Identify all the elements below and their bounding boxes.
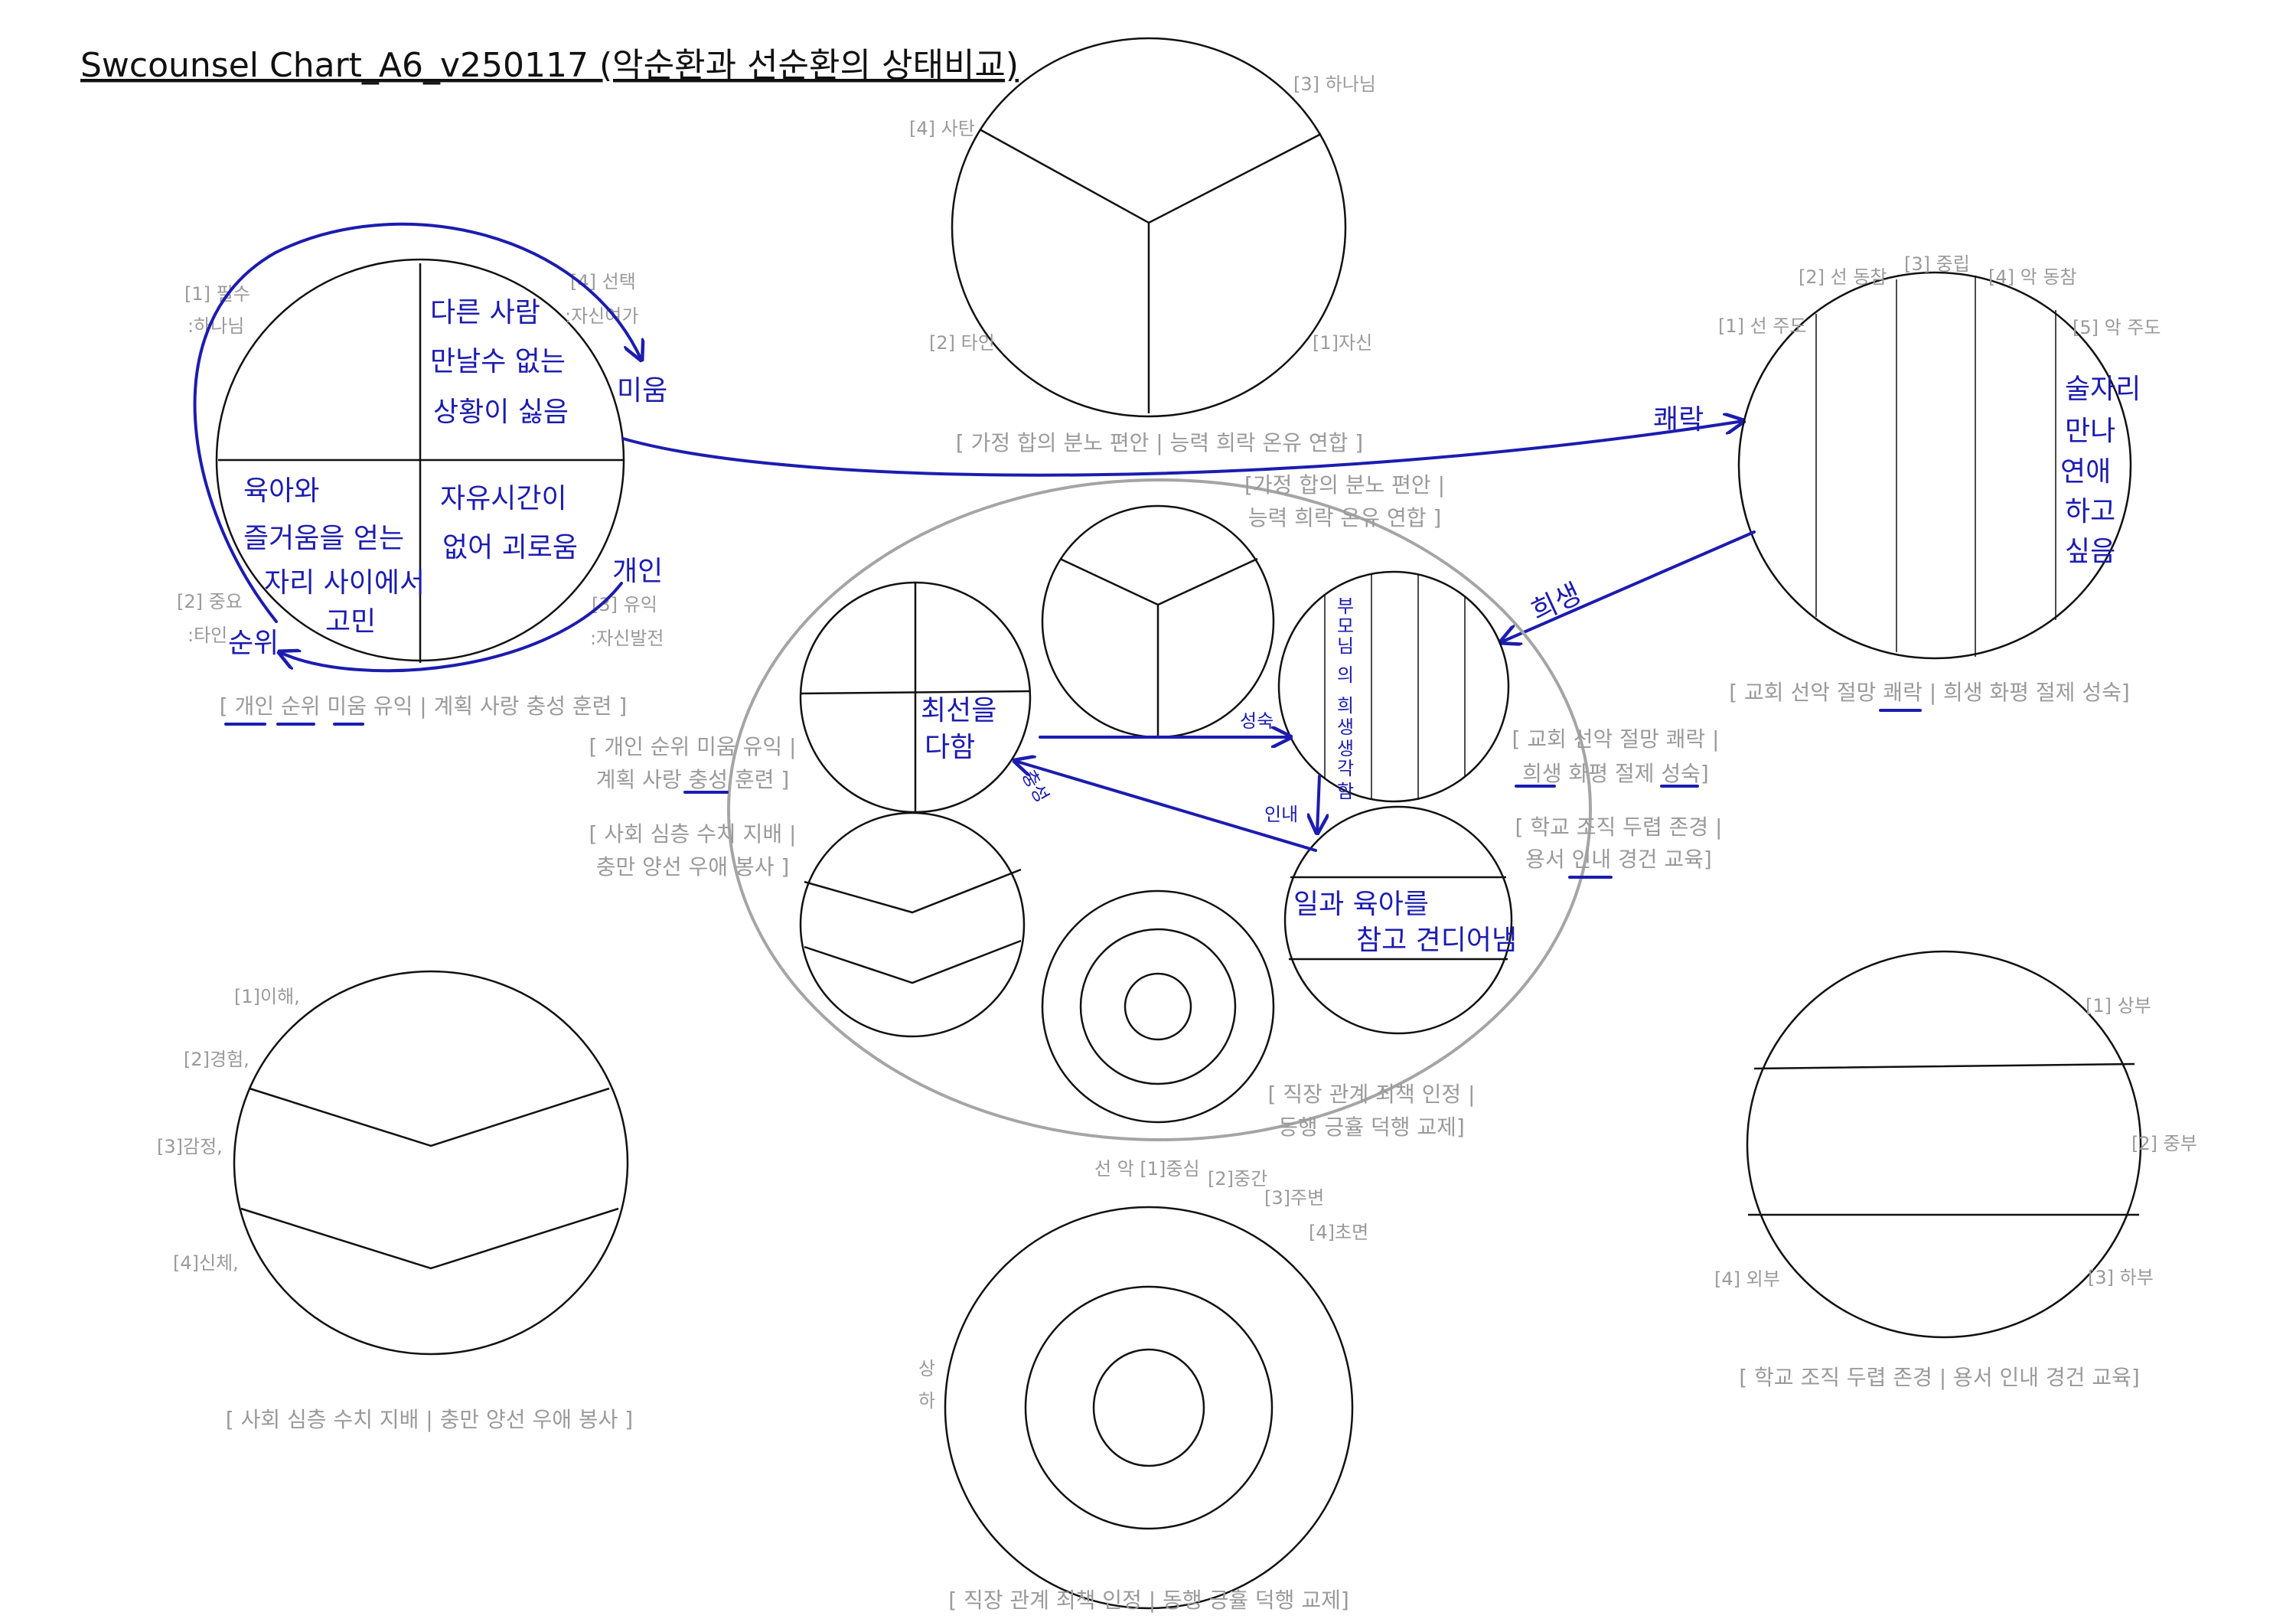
char: 님 [1337, 635, 1354, 657]
cycle-arrow [279, 582, 623, 673]
connector-arrow [1015, 761, 1317, 852]
page-title: Swcounsel Chart_A6_v250117 (악순환과 선순환의 상태… [80, 46, 1019, 85]
family-chart: [3] 하나님 [4] 사탄 [2] 타인 [1]자신 [ 가정 합의 분노 편… [909, 37, 1376, 455]
caption: [ 사회 심층 수치 지배 | 충만 양선 우애 봉사 ] [226, 1407, 633, 1432]
connector-arrow [1501, 530, 1756, 642]
caption: [ 교회 선악 절망 쾌락 | 희생 화평 절제 성숙] [1729, 680, 2130, 705]
label: [ 직장 관계 죄책 인정 | [1268, 1082, 1476, 1107]
label: [2] 중부 [2131, 1133, 2197, 1154]
handwritten-note: 즐거움을 얻는 [243, 523, 404, 554]
arrow-label: 희생 [1527, 578, 1586, 628]
label: [1] 선 주도 [1718, 315, 1807, 337]
label: [2] 타인 [929, 332, 995, 354]
arrow-label: 쾌락 [1653, 404, 1704, 436]
label: [4]신체, [173, 1252, 239, 1274]
label: [2] 중요 [177, 591, 243, 612]
handwritten-note: 없어 괴로움 [442, 532, 578, 563]
label: [4]초면 [1309, 1222, 1368, 1243]
caption: [ 개인 순위 미움 유익 | 계획 사랑 충성 훈련 ] [220, 694, 627, 719]
arrow-label: 인내 [1264, 804, 1298, 825]
arrow-label: 개인 [612, 556, 663, 587]
label: [2]경험, [184, 1049, 249, 1070]
label: [3] 하부 [2088, 1267, 2154, 1288]
label: [1]이해, [234, 986, 300, 1007]
handwritten-note: 하고 [2065, 496, 2115, 527]
label: [4] 외부 [1714, 1268, 1780, 1290]
label: [3]주변 [1264, 1187, 1324, 1209]
label: [2]중간 [1208, 1168, 1267, 1190]
label: [ 교회 선악 절망 쾌락 | [1512, 726, 1720, 752]
label: :타인 [188, 625, 227, 646]
church-chart: [1] 선 주도 [2] 선 동참 [3] 중립 [4] 악 동참 [5] 악 … [1718, 253, 2161, 712]
arrow-label: 성숙 [1240, 710, 1274, 732]
label: [3]감정, [157, 1136, 223, 1157]
char: 각 [1337, 758, 1354, 779]
arrow-label: 미움 [617, 375, 667, 406]
label: [3] 하나님 [1293, 73, 1376, 95]
school-chart: [1] 상부 [2] 중부 [3] 하부 [4] 외부 [ 학교 조직 두렵 존… [1714, 950, 2197, 1390]
label: [5] 악 주도 [2073, 317, 2161, 338]
label: [3] 중립 [1904, 253, 1970, 275]
handwritten-note-vertical: 부 모 님 의 희 생 생 각 함 [1337, 596, 1354, 802]
label: [가정 합의 분노 편안 | [1244, 472, 1445, 498]
label: [2] 선 동참 [1799, 266, 1887, 288]
char: 의 [1337, 664, 1354, 686]
label: [1]자신 [1313, 332, 1372, 354]
label: 능력 희락 온유 연합 ] [1248, 505, 1442, 530]
char: 모 [1337, 615, 1354, 637]
handwritten-note: 술자리 [2065, 374, 2141, 405]
social-chart: [1]이해, [2]경험, [3]감정, [4]신체, [ 사회 심층 수치 지… [157, 970, 633, 1432]
label: [ 학교 조직 두렵 존경 | [1515, 814, 1723, 840]
cycle-arrow [193, 222, 641, 623]
caption: [ 가정 합의 분노 편안 | 능력 희락 온유 연합 ] [956, 430, 1363, 455]
work-chart: 선 악 [1]중심 [2]중간 [3]주변 [4]초면 상 하 [ 직장 관계 … [918, 1158, 1368, 1613]
handwritten-note: 다함 [925, 732, 975, 763]
label: :자신발전 [590, 628, 664, 649]
handwritten-note: 만날수 없는 [430, 346, 566, 377]
handwritten-note: 싶음 [2065, 536, 2115, 567]
handwritten-note: 일과 육아를 [1293, 889, 1429, 920]
label: [ 사회 심층 수치 지배 | [589, 821, 797, 847]
label: 상 [918, 1358, 935, 1379]
handwritten-note: 참고 견디어냄 [1356, 925, 1517, 956]
handwritten-note: 연애 [2060, 456, 2111, 488]
connector-arrow [621, 421, 1743, 477]
label: 희생 화평 절제 성숙] [1522, 761, 1709, 786]
label: :자신여가 [565, 305, 638, 327]
label: 동행 긍휼 덕행 교제] [1278, 1115, 1465, 1140]
arrow-label: 순위 [228, 628, 279, 659]
handwritten-note: 고민 [325, 606, 376, 638]
handwritten-note: 상황이 싫음 [433, 397, 569, 428]
center-cluster: [가정 합의 분노 편안 | 능력 희락 온유 연합 ] [ 개인 순위 미움 … [589, 472, 1723, 1141]
label: [1] 필수 [184, 283, 250, 305]
label: 선 악 [1]중심 [1094, 1158, 1200, 1180]
handwritten-note: 육아와 [243, 475, 319, 507]
label: [4] 사탄 [909, 118, 975, 139]
caption: [ 학교 조직 두렵 존경 | 용서 인내 경건 교육] [1739, 1365, 2140, 1390]
handwritten-note: 자리 사이에서 [264, 567, 425, 599]
handwritten-note: 최선을 [921, 695, 996, 726]
label: [4] 악 동참 [1988, 266, 2077, 288]
label: [1] 상부 [2086, 995, 2151, 1017]
char: 부 [1337, 596, 1354, 617]
char: 함 [1337, 781, 1354, 802]
handwritten-note: 자유시간이 [440, 483, 567, 514]
char: 생 [1337, 738, 1354, 759]
label: 계획 사랑 충성 훈련 ] [596, 767, 790, 792]
label: 하 [918, 1390, 935, 1411]
label: [ 개인 순위 미움 유익 | [589, 734, 797, 759]
handwritten-note: 만나 [2065, 416, 2115, 447]
label: 용서 인내 경건 교육] [1525, 847, 1712, 872]
handwritten-note: 다른 사람 [430, 297, 540, 328]
personal-chart: [1] 필수 :하나님 [4] 선택 :자신여가 [2] 중요 :타인 [3] … [177, 222, 667, 726]
char: 희 [1337, 695, 1354, 716]
label: :하나님 [188, 315, 244, 337]
connector-arrow [1317, 775, 1319, 833]
char: 생 [1337, 716, 1354, 738]
label: 충만 양선 우애 봉사 ] [596, 854, 790, 880]
underline [683, 785, 1699, 879]
caption: [ 직장 관계 죄책 인정 | 동행 긍휼 덕행 교제] [948, 1588, 1349, 1613]
